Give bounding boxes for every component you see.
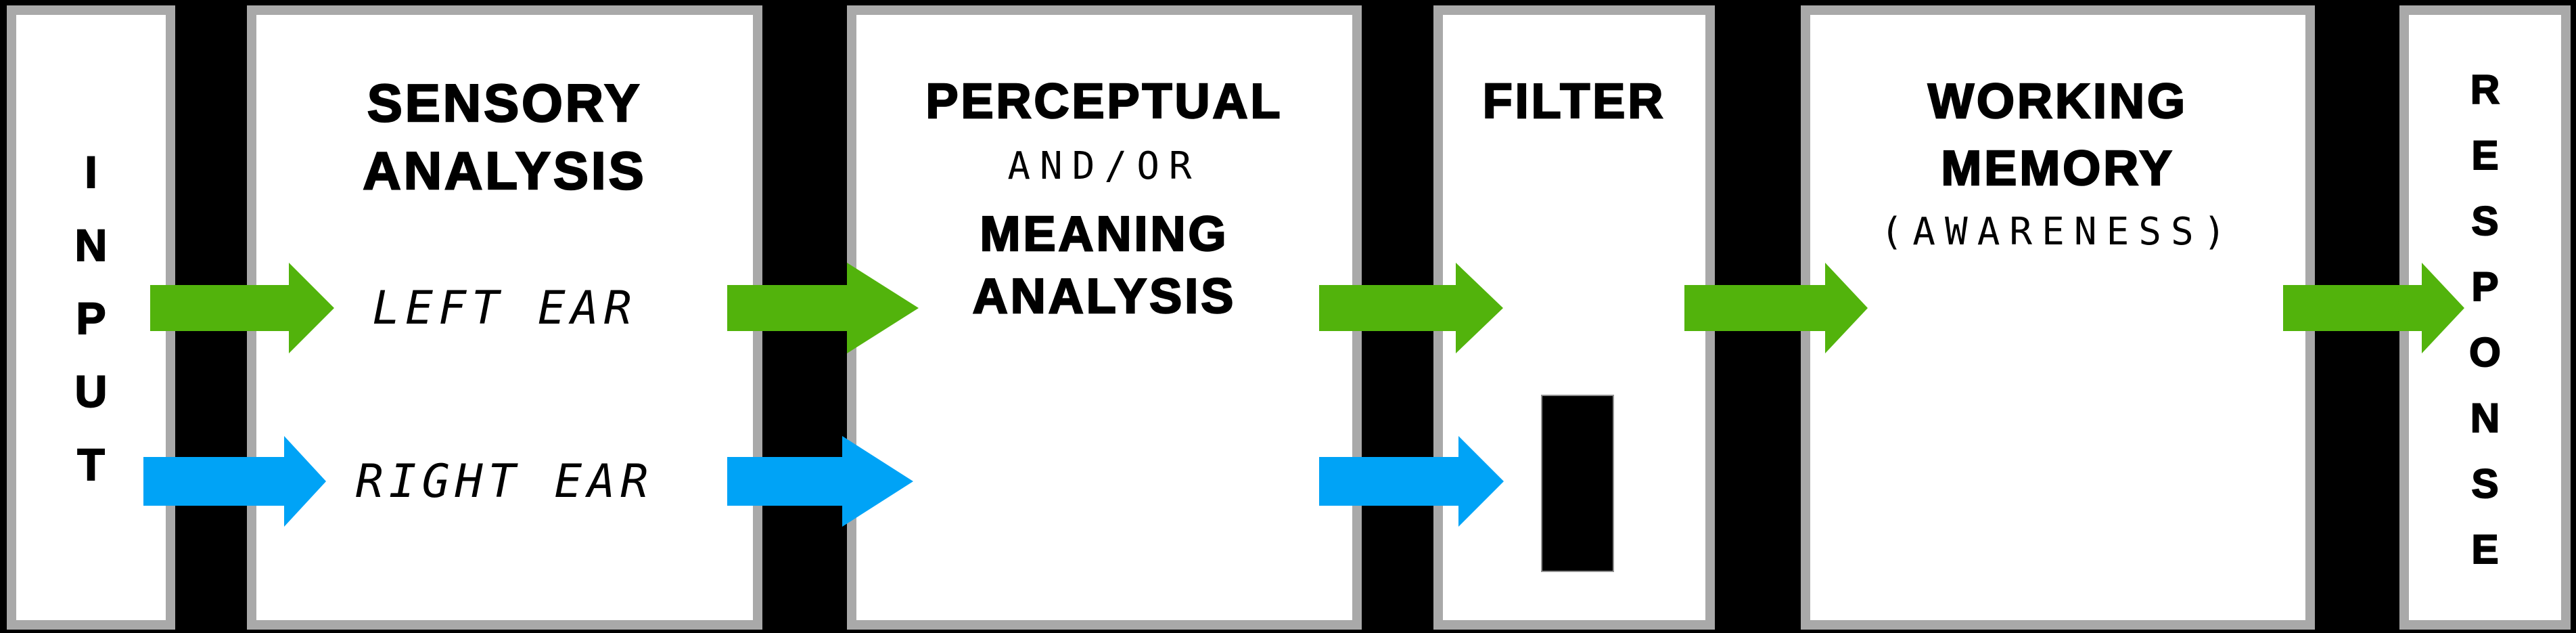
input-letter: T bbox=[76, 439, 105, 490]
perceptual-line3: MEANING bbox=[979, 206, 1229, 263]
response-letter: O bbox=[2468, 329, 2502, 376]
perceptual-meaning-analysis-box: PERCEPTUAL AND/OR MEANING ANALYSIS bbox=[847, 5, 1362, 630]
filter-box: FILTER bbox=[1433, 5, 1715, 630]
input-letter: P bbox=[75, 292, 106, 344]
awareness-label: (AWARENESS) bbox=[1880, 209, 2236, 254]
filter-blocker-rectangle bbox=[1541, 395, 1614, 572]
sensory-title-line2: ANALYSIS bbox=[362, 139, 647, 201]
response-label: R E S P O N S E bbox=[2409, 57, 2561, 582]
right-ear-label: RIGHT EAR bbox=[355, 454, 654, 508]
response-letter: E bbox=[2470, 132, 2499, 179]
input-letter: N bbox=[74, 219, 108, 271]
left-ear-label: LEFT EAR bbox=[372, 281, 637, 335]
perceptual-line1: PERCEPTUAL bbox=[925, 74, 1283, 130]
response-letter: N bbox=[2470, 395, 2500, 441]
filter-title: FILTER bbox=[1481, 74, 1666, 130]
input-label: I N P U T bbox=[16, 135, 166, 501]
response-letter: P bbox=[2470, 263, 2499, 310]
perceptual-line4: ANALYSIS bbox=[972, 269, 1237, 325]
response-letter: S bbox=[2470, 460, 2499, 507]
response-letter: R bbox=[2470, 66, 2500, 113]
input-box: I N P U T bbox=[7, 5, 175, 630]
response-letter: S bbox=[2470, 198, 2499, 244]
working-memory-line2: MEMORY bbox=[1940, 141, 2175, 197]
sensory-analysis-box: SENSORY ANALYSIS LEFT EAR RIGHT EAR bbox=[247, 5, 762, 630]
response-box: R E S P O N S E bbox=[2399, 5, 2571, 630]
response-letter: E bbox=[2470, 526, 2499, 573]
input-letter: U bbox=[74, 366, 108, 417]
sensory-title-line1: SENSORY bbox=[366, 72, 643, 133]
input-letter: I bbox=[84, 146, 97, 198]
working-memory-box: WORKING MEMORY (AWARENESS) bbox=[1801, 5, 2315, 630]
working-memory-line1: WORKING bbox=[1927, 74, 2188, 130]
perceptual-line2: AND/OR bbox=[1007, 144, 1201, 188]
